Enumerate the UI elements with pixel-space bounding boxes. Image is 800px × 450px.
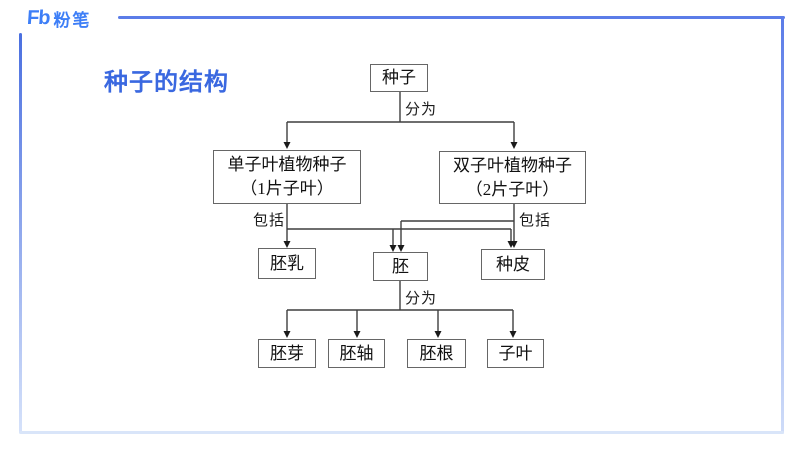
node-cotyledon-label: 子叶 <box>498 343 533 363</box>
node-seed: 种子 <box>370 64 428 92</box>
node-dicot-seed: 双子叶植物种子 （2片子叶） <box>439 151 586 204</box>
page-title: 种子的结构 <box>104 69 229 96</box>
node-embryo: 胚 <box>373 252 428 281</box>
node-hypocotyl-label: 胚轴 <box>339 343 374 363</box>
node-dicot-line1: 双子叶植物种子 <box>453 155 572 175</box>
edge-label-include-right: 包括 <box>519 213 552 229</box>
node-monocot-seed: 单子叶植物种子 （1片子叶） <box>213 150 361 204</box>
node-plumule-label: 胚芽 <box>270 343 304 363</box>
edge-label-divide-bottom: 分为 <box>405 291 438 307</box>
edge-label-divide-top: 分为 <box>405 102 438 118</box>
node-plumule: 胚芽 <box>258 339 316 368</box>
frame-top-line <box>118 16 785 19</box>
fenbi-logo: Fb 粉笔 <box>26 6 92 31</box>
frame-left-line <box>19 33 22 433</box>
node-seed-label: 种子 <box>382 68 416 88</box>
frame-right-line <box>781 16 784 434</box>
edge-label-include-left: 包括 <box>253 213 286 229</box>
node-endosperm-label: 胚乳 <box>270 253 304 273</box>
node-monocot-line1: 单子叶植物种子 <box>227 155 347 175</box>
node-hypocotyl: 胚轴 <box>328 339 385 368</box>
node-radicle-label: 胚根 <box>419 343 454 363</box>
node-cotyledon: 子叶 <box>487 339 544 368</box>
fenbi-logo-icon: Fb <box>26 7 51 29</box>
node-dicot-line2: （2片子叶） <box>465 179 560 199</box>
node-endosperm: 胚乳 <box>258 248 316 279</box>
node-seed-coat: 种皮 <box>481 249 545 280</box>
fenbi-logo-text: 粉笔 <box>53 11 92 30</box>
node-monocot-line2: （1片子叶） <box>240 179 334 198</box>
node-embryo-label: 胚 <box>392 256 409 276</box>
frame-bottom-line <box>19 431 784 434</box>
node-radicle: 胚根 <box>407 339 466 368</box>
node-seed-coat-label: 种皮 <box>496 254 530 274</box>
